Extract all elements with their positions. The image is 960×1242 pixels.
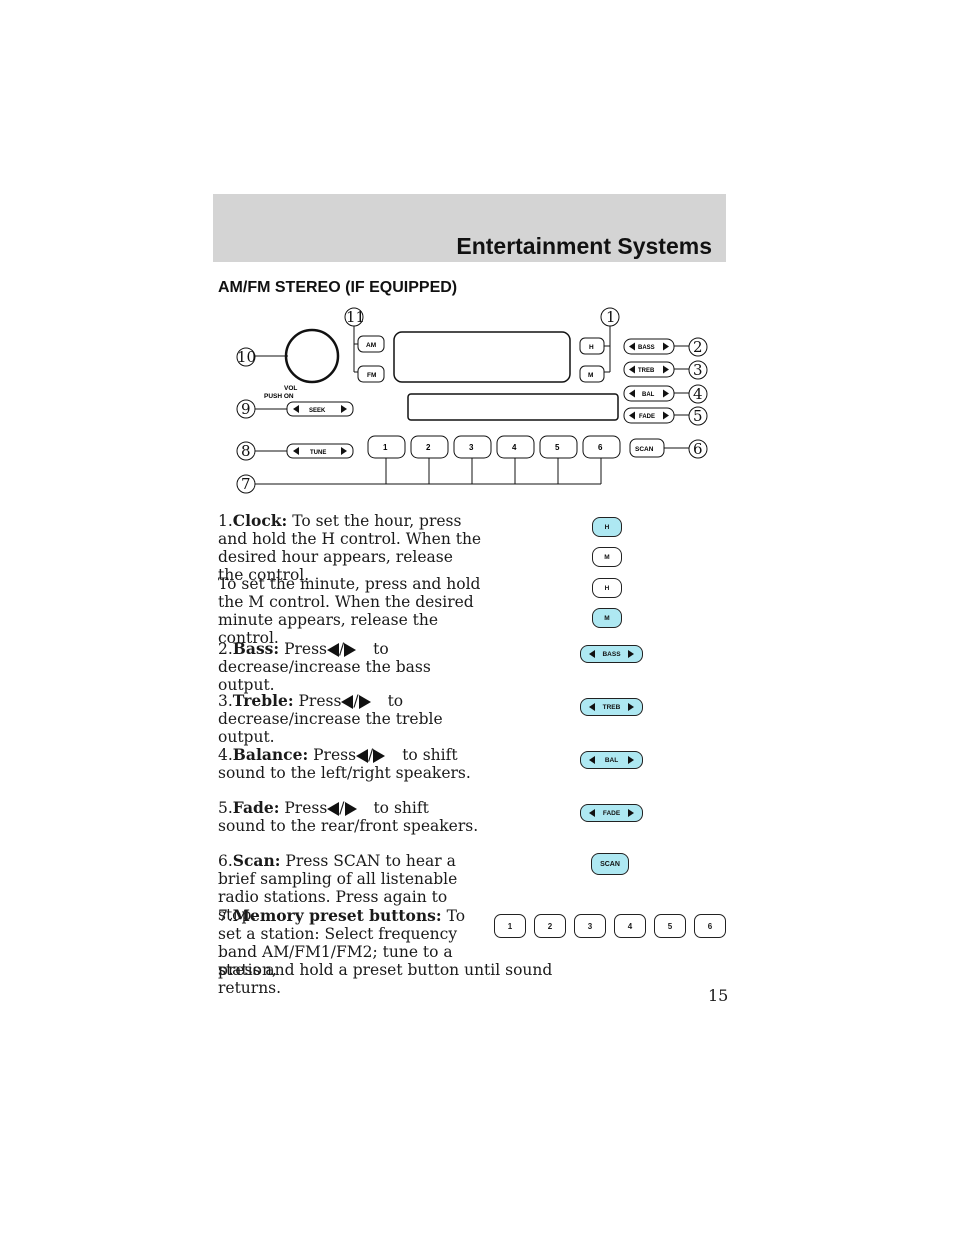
item-fade: 5.Fade: Press/ to shift sound to the rea… [218,798,479,836]
item-balance: 4.Balance: Press/ to shift sound to the … [218,745,471,783]
left-arrow-icon [341,695,354,709]
item-treble: 3.Treble: Press/ to decrease/increase th… [218,691,443,747]
svg-text:AM: AM [366,342,376,349]
right-arrow-icon [344,643,357,657]
svg-text:BASS: BASS [638,345,655,351]
vol-label: VOL [284,385,297,392]
item-memory-continued: press and hold a preset button until sou… [218,961,553,997]
svg-text:BAL: BAL [642,392,655,398]
volume-knob [284,328,340,384]
callout-9: 9 [241,400,251,418]
side-m-button: M [592,547,622,567]
callout-5: 5 [693,407,703,425]
bass-button: BASS [623,338,675,355]
side-bal-button: BAL [580,751,643,769]
side-scan-button: SCAN [591,853,629,875]
item-clock: 1.Clock: To set the hour, press and hold… [218,511,482,585]
svg-text:SCAN: SCAN [635,446,654,453]
callout-2: 2 [693,338,703,356]
item-scan: 6.Scan: Press SCAN to hear a brief sampl… [218,851,458,925]
side-m-button-2: M [592,608,622,628]
cassette-slot [407,393,619,421]
side-h-button: H [592,517,622,537]
side-preset-4: 4 [614,914,646,938]
right-arrow-icon [373,749,386,763]
side-preset-2: 2 [534,914,566,938]
right-arrow-icon [358,695,371,709]
diagram-preset-4: 4 [496,435,535,459]
tune-button: TUNE [286,443,354,459]
left-arrow-icon [589,756,595,764]
side-preset-3: 3 [574,914,606,938]
side-fade-button: FADE [580,804,643,822]
treb-button: TREB [623,361,675,378]
right-arrow-icon [628,703,634,711]
left-arrow-icon [589,650,595,658]
left-arrow-icon [326,643,339,657]
svg-text:SEEK: SEEK [309,408,326,414]
side-preset-1: 1 [494,914,526,938]
callout-7: 7 [241,475,251,493]
callout-4: 4 [693,385,703,403]
svg-text:1: 1 [383,443,388,452]
diagram-preset-3: 3 [453,435,492,459]
side-h-button-2: H [592,578,622,598]
svg-text:FADE: FADE [639,414,655,420]
callout-3: 3 [693,361,703,379]
side-preset-5: 5 [654,914,686,938]
svg-text:H: H [589,344,594,351]
right-arrow-icon [628,756,634,764]
item-bass: 2.Bass: Press/ to decrease/increase the … [218,639,431,695]
side-bass-button: BASS [580,645,643,663]
item-clock-minute: To set the minute, press and hold the M … [218,575,481,647]
header-band: Entertainment Systems [213,194,726,262]
page-header-title: Entertainment Systems [456,233,712,259]
page-number: 15 [708,986,729,1005]
svg-text:TUNE: TUNE [310,450,326,456]
side-treb-button: TREB [580,698,643,716]
right-arrow-icon [628,650,634,658]
bal-button: BAL [623,385,675,402]
svg-text:2: 2 [426,443,431,452]
radio-faceplate-diagram: VOL PUSH ON AM FM H M BASS TREB BAL FADE… [236,307,708,494]
callout-1: 1 [606,308,616,326]
display-window [393,331,571,383]
svg-text:5: 5 [555,443,560,452]
callout-6: 6 [693,440,703,458]
right-arrow-icon [344,802,357,816]
seek-button: SEEK [286,401,354,417]
left-arrow-icon [327,802,340,816]
side-preset-buttons: 1 2 3 4 5 6 [494,914,726,938]
svg-text:M: M [588,372,593,379]
svg-text:TREB: TREB [638,368,655,374]
callout-10: 10 [237,348,256,366]
right-arrow-icon [628,809,634,817]
fade-button: FADE [623,407,675,424]
diagram-preset-2: 2 [410,435,449,459]
scan-button: SCAN [629,438,665,458]
svg-text:FM: FM [367,372,376,379]
push-on-label: PUSH ON [264,393,294,400]
svg-text:3: 3 [469,443,474,452]
callout-8: 8 [241,442,251,460]
left-arrow-icon [589,809,595,817]
svg-text:4: 4 [512,443,517,452]
svg-text:6: 6 [598,443,603,452]
side-preset-6: 6 [694,914,726,938]
fm-button [357,365,385,383]
section-title: AM/FM STEREO (IF EQUIPPED) [218,279,458,296]
left-arrow-icon [589,703,595,711]
left-arrow-icon [356,749,369,763]
diagram-preset-6: 6 [582,435,621,459]
diagram-preset-1: 1 [367,435,406,459]
diagram-preset-5: 5 [539,435,578,459]
m-button [579,365,605,383]
callout-11: 11 [346,308,365,326]
item-memory: 7.Memory preset buttons: To set a statio… [218,906,466,980]
